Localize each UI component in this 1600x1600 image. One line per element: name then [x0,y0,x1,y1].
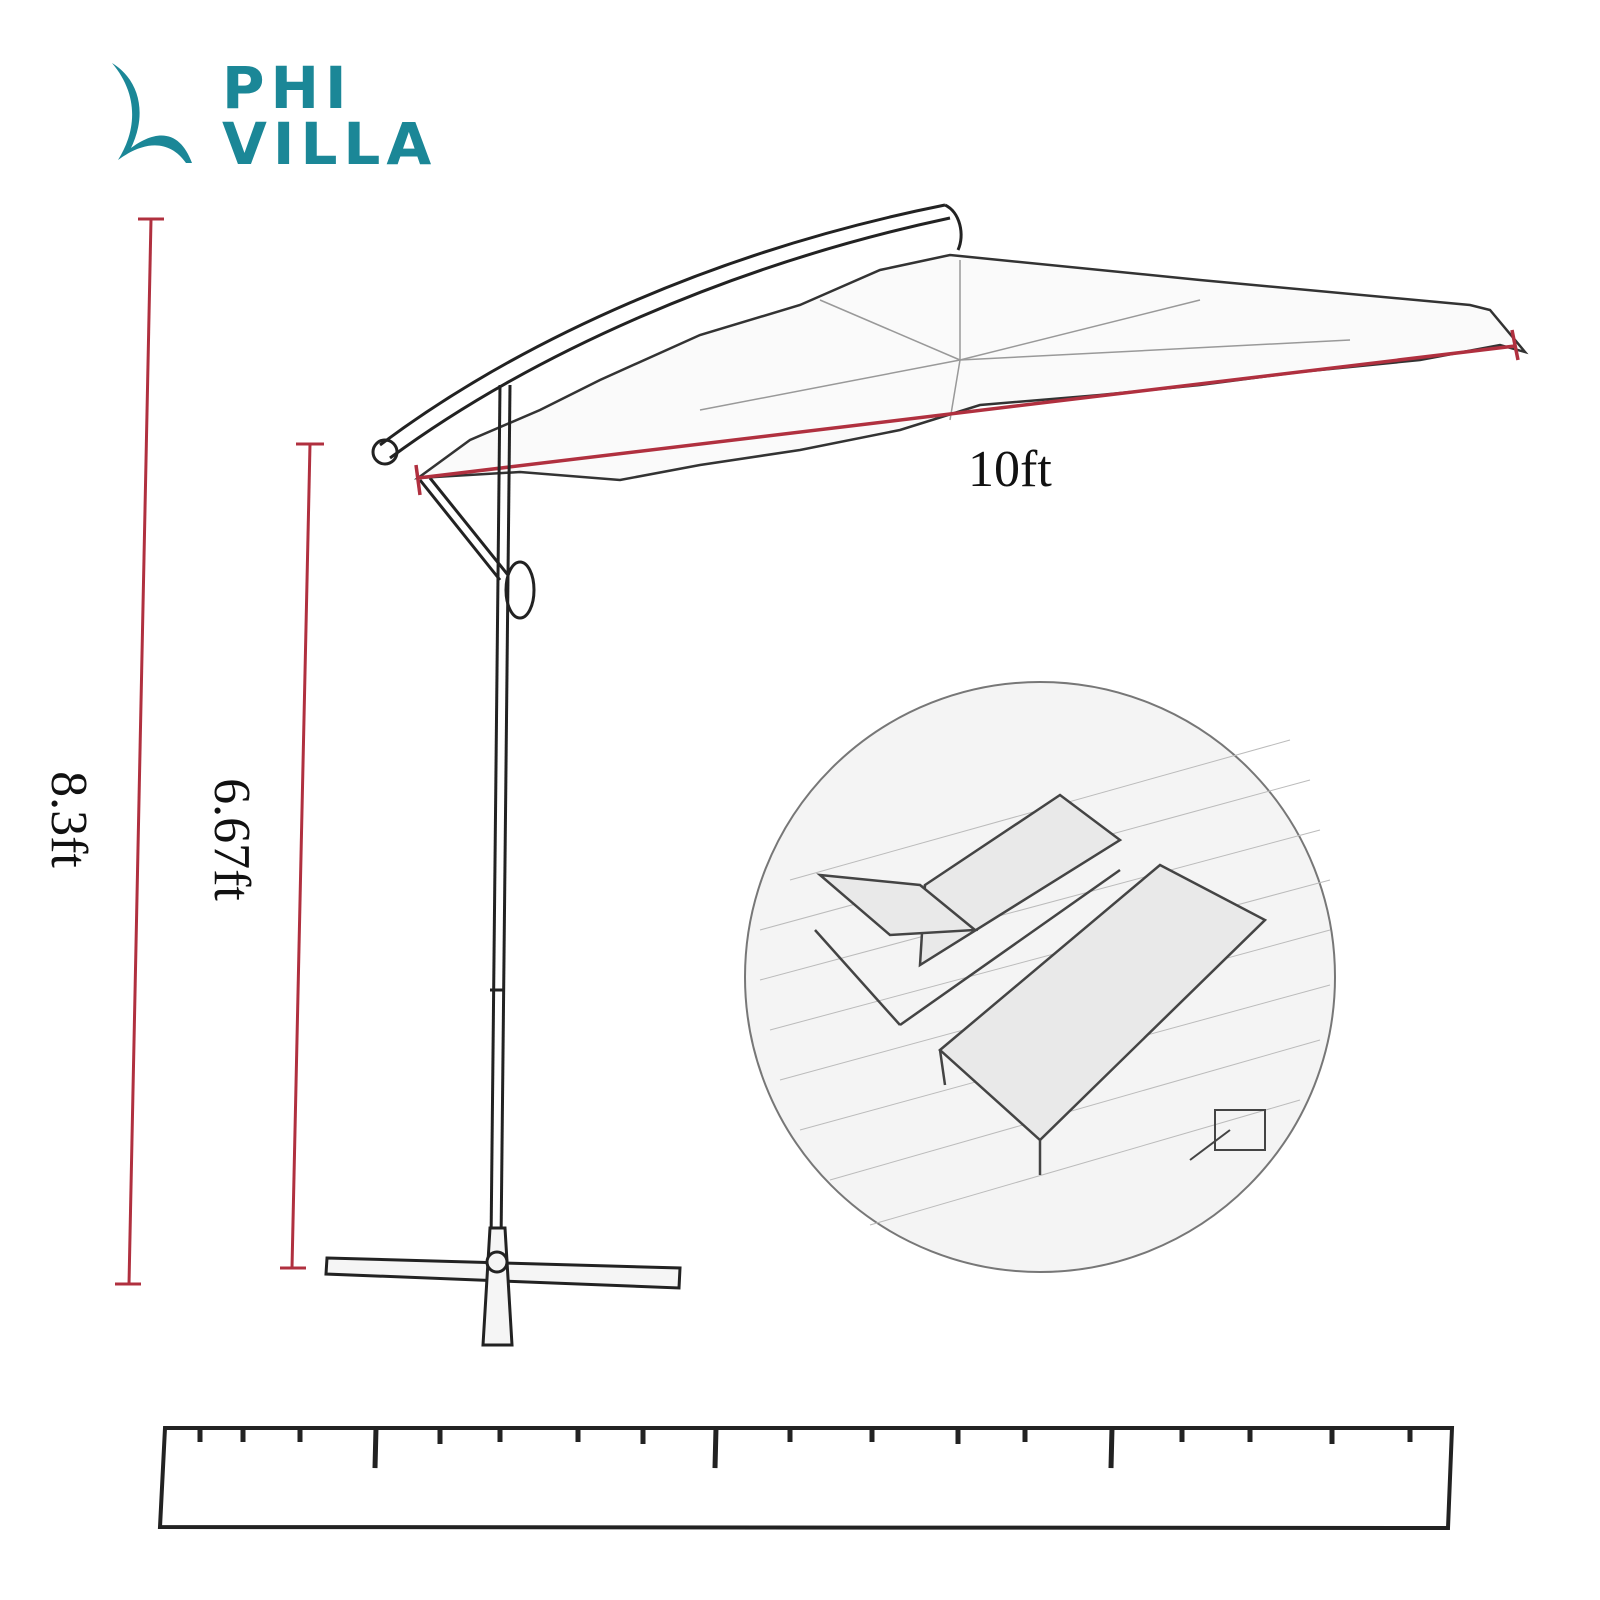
total-height-label: 8.3ft [39,771,97,868]
clearance-height-dimension-line [280,442,324,1270]
logo-text-phi: PHI [222,54,353,122]
clearance-height-label: 6.67ft [202,778,260,901]
brand-logo: PHI VILLA [100,54,431,175]
lounge-chair [814,793,1123,1027]
umbrella-canopy [413,253,1529,482]
umbrella-arm [371,203,963,620]
lounge-chair [938,863,1268,1175]
logo-text-villa: VILLA [222,110,438,178]
ruler [157,1426,1455,1531]
canopy-diameter-label: 10ft [968,441,1052,498]
umbrella-pole [488,384,512,1341]
lounge-chairs-inset [744,681,1336,1273]
logo-swoosh-icon [112,63,192,163]
total-height-dimension-line [115,217,164,1286]
canopy-diameter-dimension-line [414,329,1520,496]
cross-base [324,1226,682,1347]
side-table [1189,1109,1266,1161]
